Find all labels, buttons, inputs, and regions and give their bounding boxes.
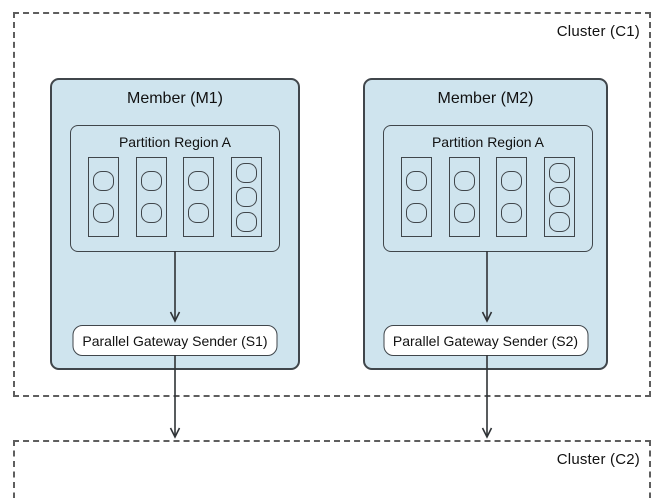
member-m2-box: Member (M2) Partition Region A Parallel … [363, 78, 608, 370]
bucket [496, 157, 528, 237]
bucket-entry [140, 203, 162, 224]
bucket-entry [236, 187, 258, 207]
bucket-row-m1 [71, 157, 279, 237]
partition-region-m2-box: Partition Region A [383, 125, 593, 252]
bucket-entry [236, 162, 258, 183]
bucket-entry [236, 211, 258, 232]
cluster-c2-box: Cluster (C2) [13, 440, 651, 498]
bucket-entry [188, 170, 210, 191]
bucket [448, 157, 480, 237]
gateway-sender-s2-label: Parallel Gateway Sender (S2) [392, 332, 579, 349]
member-m1-label: Member (M1) [126, 90, 223, 107]
member-m2-label: Member (M2) [437, 90, 534, 107]
bucket-row-m2 [384, 157, 592, 237]
cluster-c1-label: Cluster (C1) [556, 23, 640, 40]
bucket [231, 157, 263, 237]
bucket-entry [405, 203, 427, 224]
gateway-sender-s1-box: Parallel Gateway Sender (S1) [72, 325, 278, 356]
partition-region-m2-label: Partition Region A [431, 134, 545, 150]
bucket [87, 157, 119, 237]
bucket-entry [92, 170, 114, 191]
member-m1-box: Member (M1) Partition Region A Parallel … [50, 78, 300, 370]
bucket-entry [453, 170, 475, 191]
bucket-entry [501, 203, 523, 224]
bucket-entry [92, 203, 114, 224]
bucket-entry [453, 203, 475, 224]
partition-region-m1-label: Partition Region A [118, 134, 232, 150]
bucket-entry [549, 187, 571, 207]
bucket [135, 157, 167, 237]
cluster-c1-box: Cluster (C1) [13, 12, 651, 397]
bucket-entry [501, 170, 523, 191]
bucket [183, 157, 215, 237]
bucket-entry [405, 170, 427, 191]
bucket-entry [549, 211, 571, 232]
partition-region-m1-box: Partition Region A [70, 125, 280, 252]
bucket-entry [549, 162, 571, 183]
gateway-sender-s1-label: Parallel Gateway Sender (S1) [82, 332, 268, 349]
cluster-c2-label: Cluster (C2) [556, 451, 640, 468]
gateway-sender-s2-box: Parallel Gateway Sender (S2) [383, 325, 588, 356]
bucket [544, 157, 576, 237]
bucket-entry [140, 170, 162, 191]
bucket [400, 157, 432, 237]
bucket-entry [188, 203, 210, 224]
